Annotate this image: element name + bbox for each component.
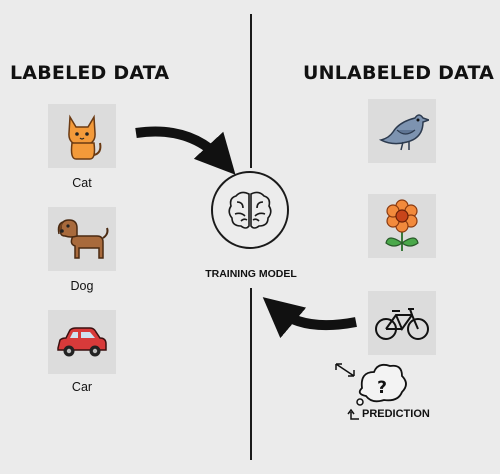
dog-tile [48,207,116,271]
flower-icon [385,199,419,251]
divider-bottom [250,288,252,460]
labeled-to-model-arrow [135,126,236,175]
divider-top [250,14,252,168]
svg-text:?: ? [377,378,387,398]
prediction-label: PREDICTION [362,408,430,420]
brain-icon [228,191,272,229]
training-model-label: TRAINING MODEL [205,268,297,280]
thought-bubble-question-icon: ? [356,363,407,406]
cat-tile [48,104,116,168]
labeled-data-heading: LABELED DATA [10,62,170,84]
cat-label: Cat [72,176,92,190]
training-model-node [211,171,289,249]
prediction-corner-arrow [347,408,359,420]
flower-tile [368,194,436,258]
car-icon [57,327,107,357]
car-tile [48,310,116,374]
bird-tile [368,99,436,163]
unlabeled-data-heading: UNLABELED DATA [303,62,495,84]
bicycle-icon [375,308,429,340]
cat-icon [68,114,102,160]
bicycle-tile [368,291,436,355]
car-label: Car [71,380,93,394]
double-small-arrow [335,363,355,377]
bird-icon [378,114,429,151]
unlabeled-to-model-arrow [262,297,357,339]
dog-icon [57,219,109,259]
dog-label: Dog [70,279,94,293]
